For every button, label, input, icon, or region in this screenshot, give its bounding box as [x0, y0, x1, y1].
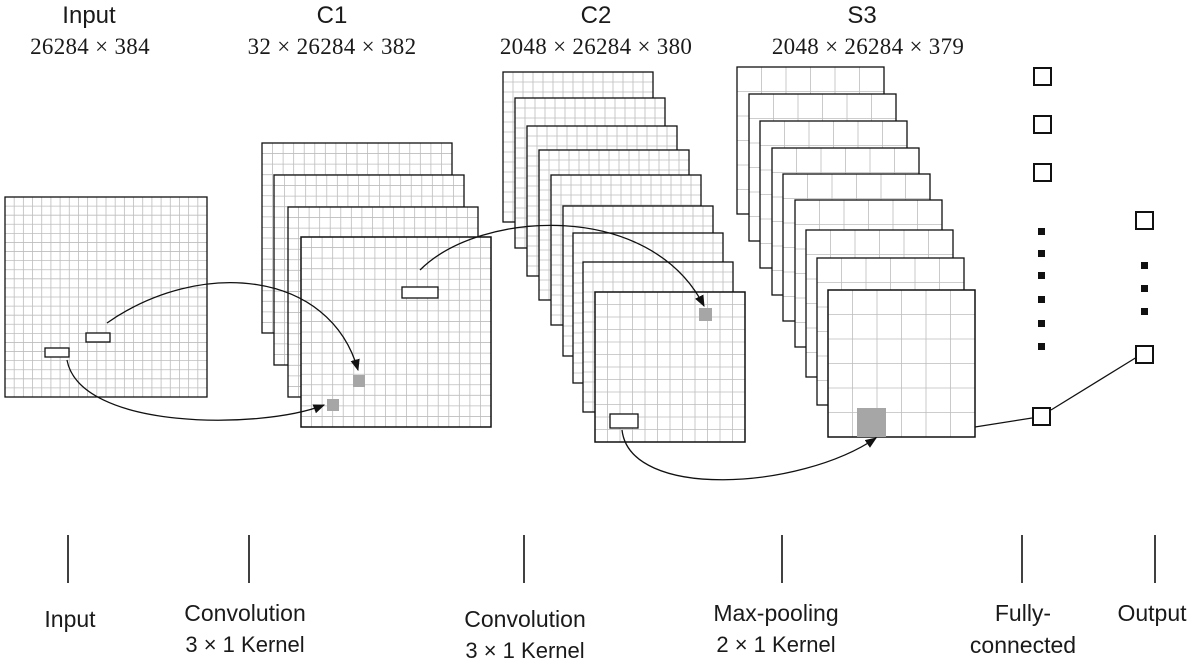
- layer-dims-c2: 2048 × 26284 × 380: [499, 34, 693, 59]
- feature-maps: [4, 66, 976, 443]
- c1-receptive-window: [401, 286, 439, 299]
- stage-separators: [67, 535, 1156, 583]
- arrow-input-to-c1-cell-2: [66, 359, 326, 421]
- layer-dims-s3: 2048 × 26284 × 379: [771, 34, 965, 59]
- output-ellipsis-dot-3: [1141, 308, 1148, 315]
- input-feature-map-grid: [5, 197, 207, 397]
- s3-feature-map-front: [827, 289, 976, 438]
- c2-feature-map-front-border: [594, 291, 746, 443]
- stage-kernel-conv1: 3 × 1 Kernel: [185, 632, 305, 657]
- input-receptive-window-1: [44, 347, 70, 358]
- layer-name-c1: C1: [316, 2, 348, 29]
- s3-feature-map-front-border: [827, 289, 976, 438]
- fc-ellipsis-dot-6: [1038, 343, 1045, 350]
- fully-connected-nodes: [1032, 67, 1154, 426]
- arrow-c1-to-c2-cell: [419, 224, 705, 308]
- c1-feature-map-front: [300, 236, 492, 428]
- c1-output-cell-2: [327, 399, 339, 411]
- c1-feature-map-front-border: [300, 236, 492, 428]
- link-s3-to-fc: [974, 417, 1033, 428]
- input-feature-map: [4, 196, 208, 398]
- stage-label-conv2: Convolution: [464, 606, 586, 632]
- layer-dims-input: 26284 × 384: [30, 34, 150, 59]
- output-ellipsis-dot-2: [1141, 285, 1148, 292]
- fc-ellipsis-dot-3: [1038, 272, 1045, 279]
- stage-label-input: Input: [44, 606, 96, 632]
- stage-kernel-maxpool: 2 × 1 Kernel: [716, 632, 836, 657]
- layer-name-c2: C2: [580, 2, 612, 29]
- fc-ellipsis-dot-1: [1038, 228, 1045, 235]
- stage-label-fc-line2: connected: [969, 632, 1077, 658]
- fc-ellipsis-dot-2: [1038, 250, 1045, 257]
- output-ellipsis-dot-1: [1141, 262, 1148, 269]
- fc-node-1: [1033, 67, 1052, 86]
- fc-node-4: [1032, 407, 1051, 426]
- arrow-input-to-c1-cell-1: [106, 282, 360, 372]
- output-node-2: [1135, 345, 1154, 364]
- stage-label-maxpool: Max-pooling: [713, 600, 839, 626]
- stage-label-fc: Fully-: [994, 600, 1052, 626]
- fc-node-2: [1033, 115, 1052, 134]
- c2-pooling-window: [609, 413, 639, 429]
- c2-output-cell: [699, 308, 712, 321]
- layer-name-input: Input: [62, 2, 116, 29]
- c2-feature-map-front-grid: [595, 292, 745, 442]
- connection-arrows: [66, 224, 1138, 481]
- stage-label-output: Output: [1117, 600, 1187, 626]
- input-feature-map-border: [4, 196, 208, 398]
- stage-label-conv1: Convolution: [184, 600, 306, 626]
- s3-output-cell: [857, 408, 886, 437]
- stage-kernel-conv2: 3 × 1 Kernel: [465, 638, 585, 663]
- fc-ellipsis-dot-4: [1038, 296, 1045, 303]
- input-receptive-window-2: [85, 332, 111, 343]
- link-fc-to-output: [1050, 356, 1138, 411]
- arrow-c2-to-s3-cell: [621, 429, 877, 481]
- c1-feature-map-front-grid: [301, 237, 491, 427]
- layer-name-s3: S3: [847, 2, 877, 29]
- s3-feature-map-front-grid: [828, 290, 975, 437]
- output-node-1: [1135, 211, 1154, 230]
- fc-node-3: [1033, 163, 1052, 182]
- layer-dims-c1: 32 × 26284 × 382: [247, 34, 417, 59]
- c1-output-cell-1: [353, 375, 365, 387]
- fc-ellipsis-dot-5: [1038, 320, 1045, 327]
